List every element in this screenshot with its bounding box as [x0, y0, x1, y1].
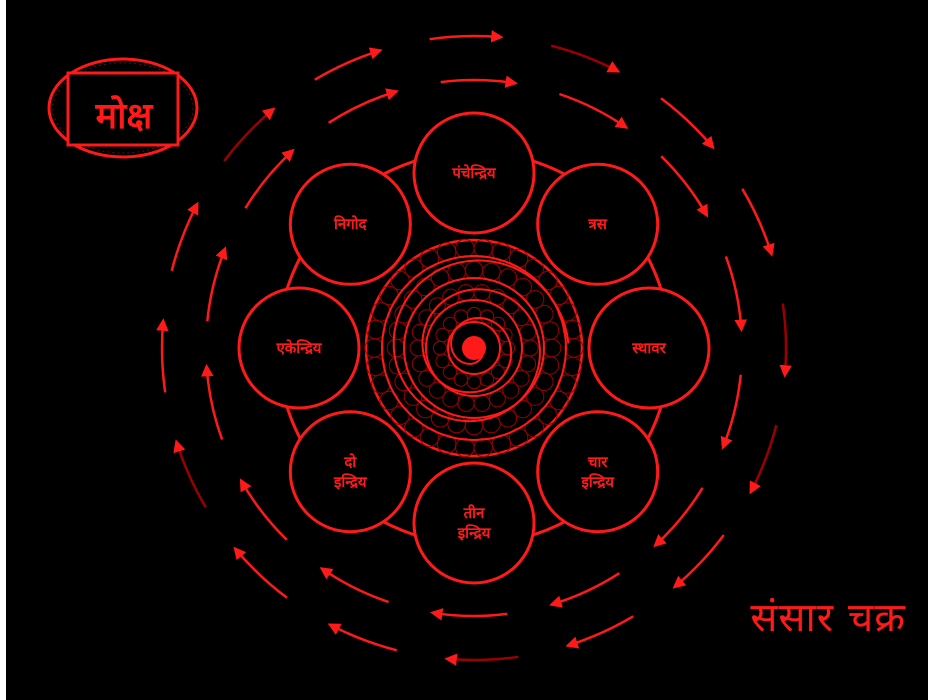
node-label-nigod: निगोद: [295, 214, 405, 234]
scallop: [522, 340, 538, 356]
cycle-arrow: [551, 46, 618, 72]
scallop: [456, 438, 474, 456]
scallop: [387, 339, 405, 357]
node-label-line: पंचेन्द्रिय: [419, 163, 529, 183]
cycle-arrow: [655, 488, 703, 546]
cycle-arrow: [559, 94, 626, 128]
cycle-arrow: [552, 573, 620, 604]
cycle-arrow: [433, 613, 508, 616]
node-label-line: स्थावर: [594, 338, 704, 358]
node-label-line: त्रस: [543, 214, 653, 234]
cycle-arrow: [726, 256, 742, 329]
node-label-sthavar: स्थावर: [594, 338, 704, 358]
cycle-arrow: [723, 375, 741, 448]
node-label-line: तीन: [419, 503, 529, 523]
scallop: [456, 239, 474, 257]
cycle-arrow: [441, 80, 516, 83]
cycle-arrow: [241, 481, 287, 540]
node-label-line: इन्द्रिय: [419, 523, 529, 543]
node-label-line: दो: [295, 452, 405, 472]
center-spiral: [365, 239, 583, 457]
scallop: [499, 328, 512, 341]
cycle-arrow: [568, 616, 633, 645]
cycle-arrow: [245, 151, 293, 209]
cycle-arrow: [329, 91, 397, 122]
scallop: [467, 375, 480, 388]
cycle-arrow: [661, 156, 707, 215]
cycle-arrow: [430, 36, 502, 39]
cycle-arrow: [315, 50, 380, 79]
scallop: [474, 239, 492, 257]
scallop: [520, 324, 536, 340]
cycle-arrow: [783, 304, 786, 376]
cycle-arrow: [207, 249, 225, 322]
node-label-line: एकेन्द्रिय: [244, 338, 354, 358]
scallop: [474, 395, 490, 411]
node-label-ekendriya: एकेन्द्रिय: [244, 338, 354, 358]
moksha-label: मोक्ष: [68, 88, 180, 140]
scallop: [543, 339, 561, 357]
cycle-arrow: [661, 98, 713, 147]
cycle-arrow: [751, 425, 777, 492]
scallop: [465, 261, 483, 279]
scallop: [501, 341, 514, 354]
cycle-arrow: [176, 442, 205, 507]
cycle-arrow: [330, 625, 397, 651]
node-label-line: चार: [543, 452, 653, 472]
node-label-panchendriya: पंचेन्द्रिय: [419, 163, 529, 183]
cycle-arrow: [322, 569, 389, 603]
cycle-arrow: [224, 109, 273, 161]
cycle-arrow: [235, 549, 287, 598]
node-label-line: निगोद: [295, 214, 405, 234]
cycle-arrow: [172, 204, 198, 271]
scallop: [520, 356, 536, 372]
scallop: [474, 438, 492, 456]
scallop: [433, 341, 446, 354]
center-dot: [462, 336, 486, 360]
cycle-arrow: [207, 366, 223, 439]
scallop: [458, 395, 474, 411]
cycle-arrow: [447, 657, 519, 660]
cycle-arrow: [742, 189, 771, 254]
diagram-title: संसार चक्र: [750, 588, 906, 643]
node-label-line: इन्द्रिय: [543, 472, 653, 492]
cycle-arrow: [675, 535, 724, 587]
scallop: [436, 354, 449, 367]
scallop: [474, 285, 490, 301]
scallop: [365, 339, 383, 357]
cycle-arrow: [162, 321, 165, 393]
node-label-line: इन्द्रिय: [295, 472, 405, 492]
node-label-tras: त्रस: [543, 214, 653, 234]
scallop: [480, 373, 493, 386]
node-label-do-indriya: दोइन्द्रिय: [295, 452, 405, 492]
